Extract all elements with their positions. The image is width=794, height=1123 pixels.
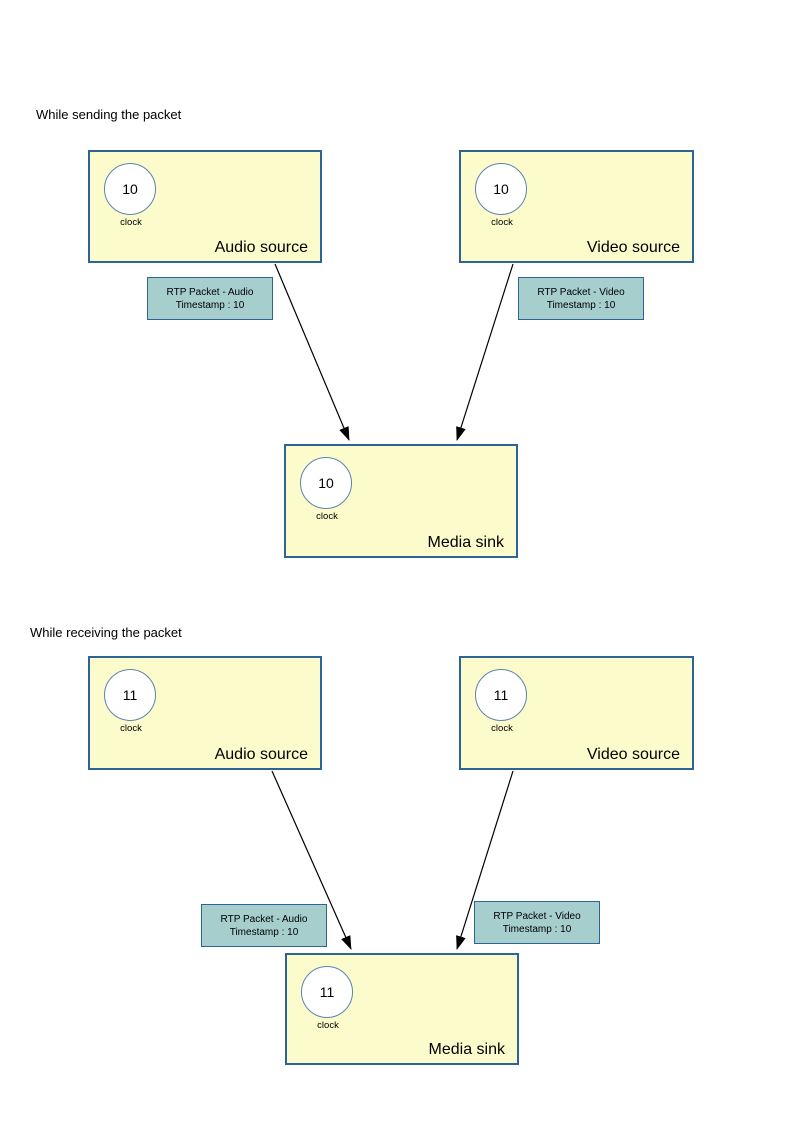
packet-line1: RTP Packet - Video (493, 910, 581, 922)
section-title-sending: While sending the packet (36, 107, 182, 122)
clock-circle: 11 (475, 669, 527, 721)
clock-caption: clock (120, 217, 142, 228)
clock-circle: 10 (104, 163, 156, 215)
clock: 11 clock (104, 669, 158, 734)
clock-value: 10 (318, 475, 334, 491)
clock-value: 10 (493, 181, 509, 197)
node-label: Video source (586, 746, 680, 763)
packet-label-audio-receiving: RTP Packet - Audio Timestamp : 10 (201, 904, 327, 947)
clock: 11 clock (475, 669, 529, 734)
packet-label-video-sending: RTP Packet - Video Timestamp : 10 (518, 277, 644, 320)
packet-line1: RTP Packet - Video (537, 286, 625, 298)
arrow-video-to-sink-sending (456, 263, 514, 441)
clock-caption: clock (316, 511, 338, 522)
packet-line1: RTP Packet - Audio (166, 286, 254, 298)
clock-value: 11 (122, 687, 138, 703)
clock-value: 11 (319, 984, 335, 1000)
clock-circle: 11 (104, 669, 156, 721)
node-video-source-receiving: 11 clock Video source (459, 656, 694, 770)
node-label: Media sink (427, 534, 504, 551)
node-label: Video source (586, 239, 680, 256)
clock-caption: clock (491, 217, 513, 228)
packet-label-video-receiving: RTP Packet - Video Timestamp : 10 (474, 901, 600, 944)
node-label: Audio source (214, 239, 308, 256)
packet-label-audio-sending: RTP Packet - Audio Timestamp : 10 (147, 277, 273, 320)
node-audio-source-receiving: 11 clock Audio source (88, 656, 322, 770)
packet-line2: Timestamp : 10 (229, 926, 299, 938)
packet-line2: Timestamp : 10 (502, 923, 572, 935)
packet-line1: RTP Packet - Audio (220, 913, 308, 925)
clock: 10 clock (104, 163, 158, 228)
clock-circle: 10 (300, 457, 352, 509)
clock-value: 10 (122, 181, 138, 197)
node-video-source-sending: 10 clock Video source (459, 150, 694, 263)
clock-caption: clock (317, 1020, 339, 1031)
clock: 10 clock (475, 163, 529, 228)
clock-circle: 11 (301, 966, 353, 1018)
node-media-sink-receiving: 11 clock Media sink (285, 953, 519, 1065)
section-title-receiving: While receiving the packet (30, 625, 182, 640)
clock-circle: 10 (475, 163, 527, 215)
clock: 11 clock (301, 966, 355, 1031)
packet-line2: Timestamp : 10 (546, 299, 616, 311)
clock-caption: clock (120, 723, 142, 734)
packet-line2: Timestamp : 10 (175, 299, 245, 311)
clock-caption: clock (491, 723, 513, 734)
node-label: Audio source (214, 746, 308, 763)
node-media-sink-sending: 10 clock Media sink (284, 444, 518, 558)
node-label: Media sink (428, 1041, 505, 1058)
arrow-audio-to-sink-sending (274, 263, 350, 441)
clock-value: 11 (493, 687, 509, 703)
node-audio-source-sending: 10 clock Audio source (88, 150, 322, 263)
clock: 10 clock (300, 457, 354, 522)
